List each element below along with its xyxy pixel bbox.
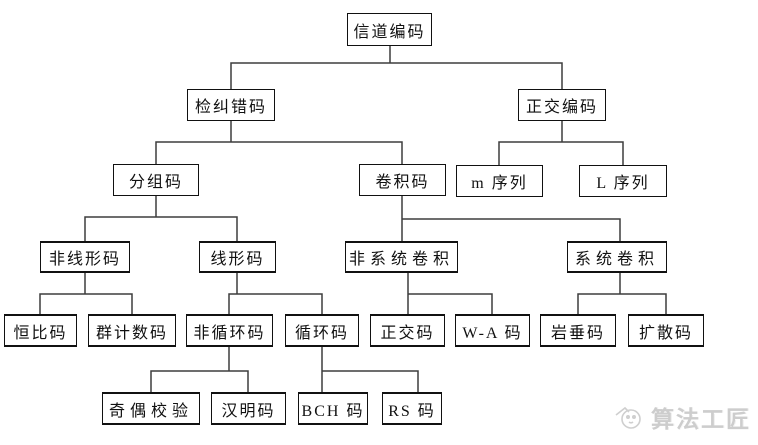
node-diffuse-code: 扩散码 [628, 314, 704, 347]
node-noncyclic-code: 非循环码 [186, 314, 273, 347]
node-bch-code: BCH 码 [298, 392, 368, 425]
node-wa-code: W-A 码 [455, 314, 530, 347]
node-channel-coding: 信道编码 [347, 13, 432, 46]
node-hamming-code: 汉明码 [211, 392, 286, 425]
node-parity-check: 奇偶校验 [102, 392, 200, 425]
node-block-code: 分组码 [113, 164, 199, 196]
node-constant-ratio-code: 恒比码 [4, 314, 77, 347]
node-orthogonal-coding: 正交编码 [518, 89, 606, 121]
node-group-counting-code: 群计数码 [88, 314, 176, 347]
node-cyclic-code: 循环码 [285, 314, 359, 347]
node-convolutional-code: 卷积码 [359, 164, 446, 196]
watermark-mascot-icon [615, 406, 641, 429]
watermark: 算法工匠 [612, 399, 751, 435]
node-systematic-convolution: 系统卷积 [567, 241, 667, 273]
node-error-correction-coding: 检纠错码 [187, 89, 275, 121]
node-iwadare-code: 岩垂码 [540, 314, 616, 347]
watermark-text: 算法工匠 [651, 406, 751, 432]
node-orthogonal-code: 正交码 [370, 314, 445, 347]
node-l-sequence: L 序列 [579, 165, 667, 197]
node-linear-code: 线形码 [199, 241, 276, 273]
node-m-sequence: m 序列 [456, 165, 543, 197]
node-nonlinear-code: 非线形码 [40, 241, 130, 273]
node-rs-code: RS 码 [382, 392, 442, 425]
node-nonsystematic-convolution: 非系统卷积 [345, 241, 458, 273]
